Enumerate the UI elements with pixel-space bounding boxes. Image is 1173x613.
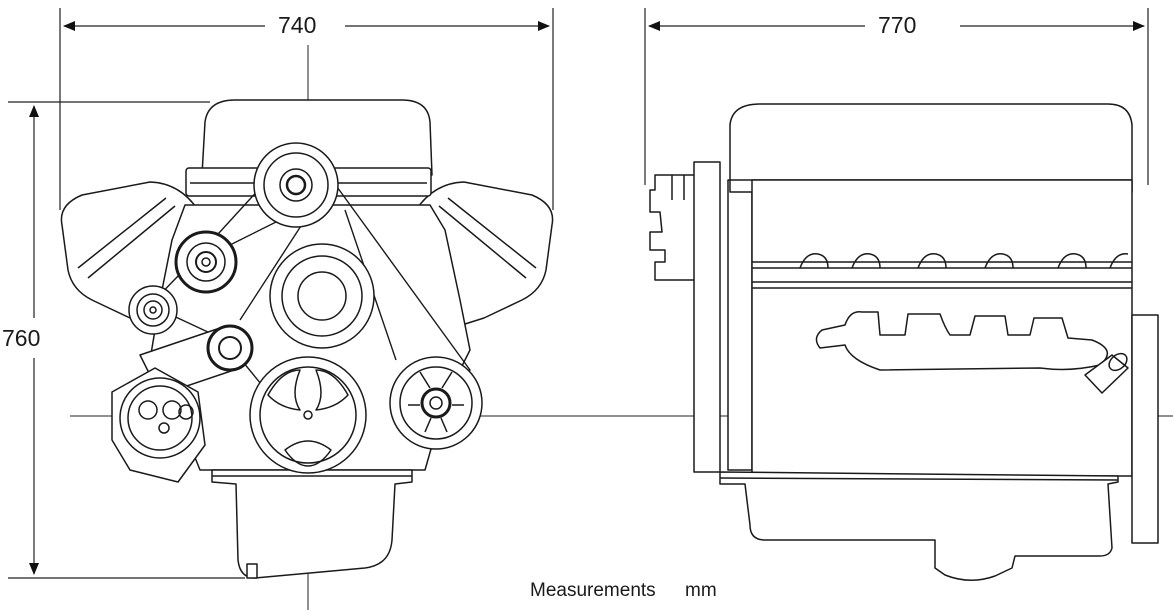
unit-label: mm xyxy=(685,580,717,601)
width-dimension-label: 740 xyxy=(272,12,323,38)
intake-plenum-side xyxy=(729,103,1133,193)
right-valve-cover-band xyxy=(438,197,537,279)
ac-compressor xyxy=(111,367,206,483)
engine-front-view xyxy=(60,99,554,579)
crankshaft-damper xyxy=(249,356,367,474)
rear-flange-plate xyxy=(1131,314,1159,544)
small-idler-pulley xyxy=(128,285,178,335)
power-steering-pulley xyxy=(389,356,483,450)
length-dimension-label: 770 xyxy=(872,12,923,38)
oil-pan xyxy=(211,469,413,579)
oil-drain-plug xyxy=(246,563,258,579)
timing-cover-inner xyxy=(727,179,753,471)
engine-side-view xyxy=(649,103,1159,581)
alternator-pulley xyxy=(174,230,238,294)
height-dimension-label: 760 xyxy=(2,325,41,351)
front-accessory-profile xyxy=(649,174,696,281)
oil-sump-side xyxy=(719,471,1119,581)
measurements-caption: Measurements xyxy=(530,580,656,601)
exhaust-manifold xyxy=(815,311,1109,371)
intake-manifold xyxy=(201,99,433,176)
left-valve-cover-band xyxy=(77,197,176,279)
tensioner-pulley xyxy=(206,324,254,372)
water-pump-pulley xyxy=(269,243,375,349)
timing-cover-plate xyxy=(693,161,721,473)
fuel-rail xyxy=(752,253,1132,289)
oil-filler-cap xyxy=(1084,352,1129,394)
top-idler-pulley xyxy=(253,142,339,228)
